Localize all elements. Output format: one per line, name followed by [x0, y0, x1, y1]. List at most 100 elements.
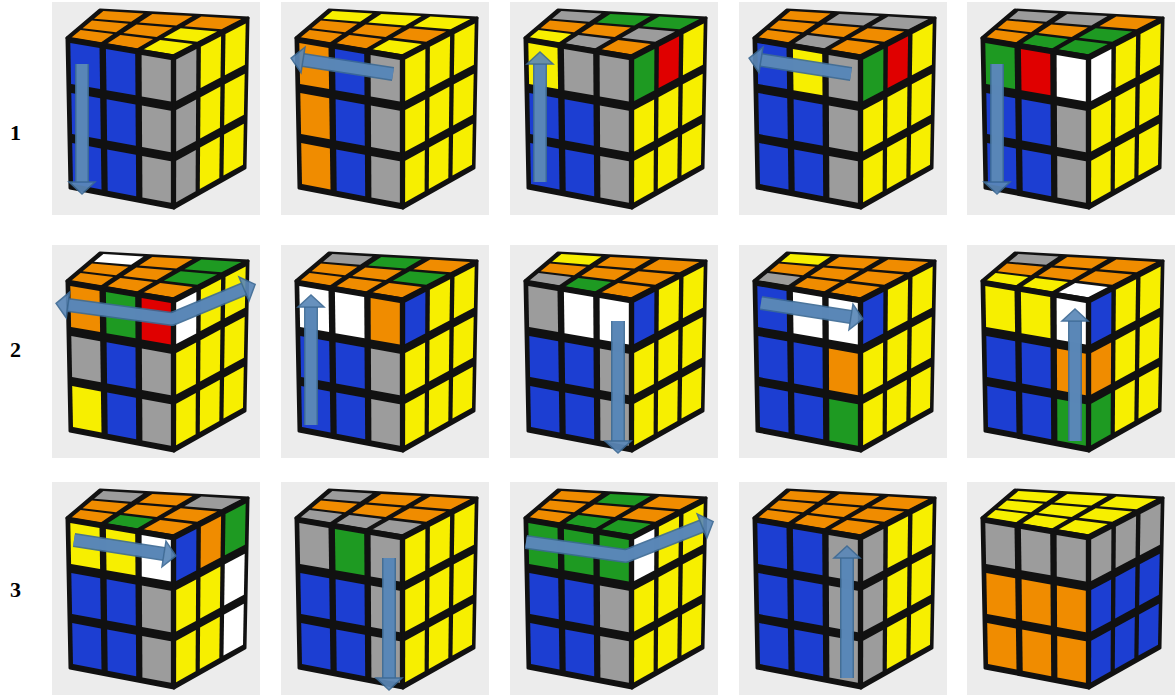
- cube-sticker: [139, 14, 192, 26]
- cube-sticker: [887, 617, 907, 669]
- cube-sticker: [123, 24, 173, 37]
- arrow-shaft: [535, 64, 546, 182]
- panel-ground: [510, 2, 718, 215]
- move-arrow: [1062, 309, 1088, 441]
- cube-sticker: [1054, 494, 1107, 506]
- cube-sticker: [1139, 367, 1159, 419]
- cube-sticker: [1021, 292, 1051, 338]
- cube-sticker: [863, 150, 883, 202]
- cube-sticker: [781, 11, 830, 22]
- cube-sticker: [634, 150, 654, 202]
- cube-sticker: [887, 87, 907, 139]
- arrow-shaft: [526, 526, 702, 556]
- cube-sticker: [658, 330, 678, 382]
- cube-sticker: [682, 554, 703, 606]
- cube-sticker: [1057, 55, 1086, 101]
- cube-sticker: [759, 623, 788, 669]
- cube-sticker: [224, 367, 244, 419]
- move-arrow: [761, 303, 863, 330]
- cube-sticker: [829, 399, 858, 446]
- cube-sticker: [829, 349, 858, 396]
- cube-sticker: [225, 504, 246, 556]
- arrow-shaft: [842, 558, 853, 678]
- panel-ground: [52, 245, 260, 458]
- cube-sticker: [300, 93, 330, 139]
- cube-sticker: [659, 279, 680, 331]
- cube-sticker: [541, 21, 587, 33]
- cube-sticker: [757, 523, 787, 569]
- arrow-head: [605, 441, 631, 453]
- cube-sticker: [1022, 630, 1051, 677]
- cube-face: [982, 281, 1089, 451]
- cube-sticker: [597, 14, 650, 26]
- arrow-outline: [526, 526, 702, 556]
- cube-sticker: [429, 87, 449, 139]
- cube-sticker: [565, 393, 594, 440]
- cube-face: [174, 18, 248, 208]
- cube-sticker: [888, 516, 909, 568]
- arrow-shaft: [306, 307, 317, 425]
- cube-sticker: [600, 106, 629, 153]
- arrow-head: [849, 304, 863, 330]
- cube-sticker: [1091, 100, 1111, 152]
- cube-sticker: [794, 630, 823, 677]
- cube-sticker: [887, 330, 907, 382]
- cube-sticker: [107, 150, 136, 197]
- cube-sticker: [1009, 11, 1058, 22]
- arrow-outline: [304, 307, 318, 425]
- arrow-shaft: [303, 60, 393, 74]
- cube-panel: [967, 245, 1175, 458]
- cube-sticker: [564, 292, 594, 338]
- move-arrow: [74, 540, 176, 567]
- cube-sticker: [826, 494, 879, 506]
- arrow-shaft: [613, 321, 624, 441]
- cube-sticker: [200, 380, 220, 432]
- cube-sticker: [658, 87, 678, 139]
- cube-sticker: [658, 380, 678, 432]
- cube-sticker: [405, 580, 425, 632]
- cube-panel: [281, 245, 489, 458]
- cube-sticker: [142, 349, 171, 396]
- cube-sticker: [83, 501, 129, 513]
- cube-face: [296, 281, 403, 451]
- cube-sticker: [863, 393, 883, 445]
- cube-face: [632, 261, 706, 451]
- cube-sticker: [911, 367, 931, 419]
- cube-sticker: [564, 49, 594, 95]
- cube-sticker: [335, 292, 365, 338]
- panel-ground: [52, 482, 260, 695]
- panel-ground: [281, 482, 489, 695]
- arrow-shaft: [761, 303, 851, 317]
- cube-panel: [52, 245, 260, 458]
- panel-ground: [281, 245, 489, 458]
- cube-sticker: [430, 516, 451, 568]
- cube-sticker: [600, 586, 629, 633]
- cube-sticker: [794, 579, 823, 626]
- cube-panel: [510, 482, 718, 695]
- cube-sticker: [682, 124, 702, 176]
- cube-sticker: [323, 491, 372, 502]
- move-arrow: [749, 47, 851, 74]
- move-arrow: [56, 277, 255, 319]
- cube-sticker: [371, 399, 400, 446]
- cube-sticker: [453, 124, 473, 176]
- cube-sticker: [541, 264, 587, 276]
- cube-sticker: [405, 343, 425, 395]
- cube-sticker: [176, 49, 196, 101]
- cube-sticker: [1139, 124, 1159, 176]
- arrow-head: [298, 295, 324, 307]
- cube-face: [1089, 18, 1163, 208]
- cube-sticker: [770, 501, 816, 513]
- cube-sticker: [107, 579, 136, 626]
- cube-sticker: [71, 336, 101, 382]
- cube-sticker: [430, 279, 451, 331]
- cube-sticker: [405, 49, 425, 101]
- cube-sticker: [985, 286, 1015, 332]
- cube-sticker: [106, 49, 136, 95]
- cube-sticker: [1022, 150, 1051, 197]
- cube-sticker: [810, 504, 860, 517]
- cube-sticker: [770, 264, 816, 276]
- cube-sticker: [682, 317, 703, 369]
- arrow-shaft: [761, 60, 851, 74]
